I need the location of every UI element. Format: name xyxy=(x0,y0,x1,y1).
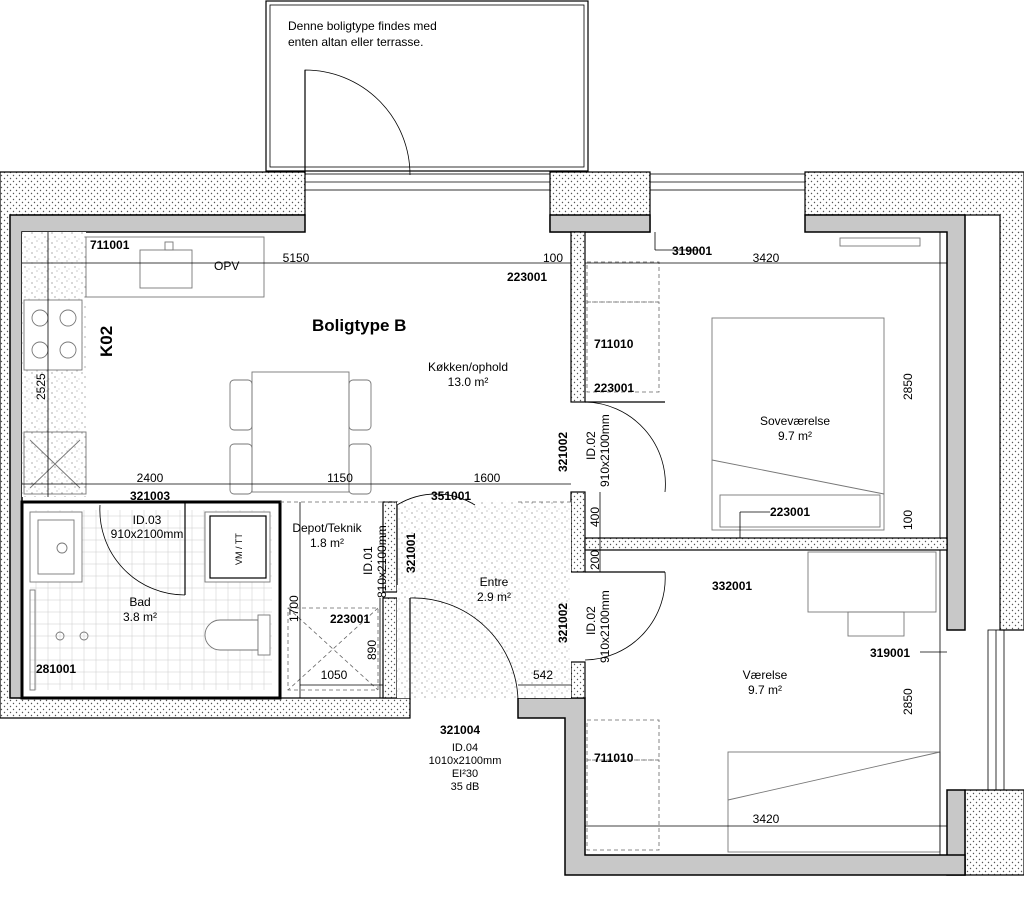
dim-400: 400 xyxy=(588,507,602,527)
depot-area: 1.8 m² xyxy=(310,536,344,550)
exterior-walls xyxy=(0,171,1024,876)
door-id04-sound: 35 dB xyxy=(451,781,480,793)
door-id02-b-size: 910x2100mm xyxy=(598,590,612,663)
vm-label: VM / TT xyxy=(234,533,244,565)
entry-floor xyxy=(397,502,571,698)
bath-area: 3.8 m² xyxy=(123,610,157,624)
dim-2850-b: 2850 xyxy=(901,688,915,715)
tag-321003: 321003 xyxy=(130,489,170,503)
balcony-note-line2: enten altan eller terrasse. xyxy=(288,35,423,49)
dim-1150: 1150 xyxy=(327,471,353,485)
unit-code: K02 xyxy=(97,326,116,357)
tag-321002-b: 321002 xyxy=(556,603,570,643)
dim-2850-a: 2850 xyxy=(901,373,915,400)
dim-542: 542 xyxy=(533,668,553,682)
dim-3420-b: 3420 xyxy=(753,812,780,826)
room-area: 9.7 m² xyxy=(748,683,782,697)
bedroom-area: 9.7 m² xyxy=(778,429,812,443)
bedroom-furniture xyxy=(586,237,921,531)
dim-100-a: 100 xyxy=(543,251,563,265)
leader-lines xyxy=(654,232,947,653)
door-id02-a-size: 910x2100mm xyxy=(598,414,612,487)
tag-711001: 711001 xyxy=(90,238,130,252)
tag-319001-a: 319001 xyxy=(672,244,712,258)
depot-name: Depot/Teknik xyxy=(292,521,362,535)
door-id04-size: 1010x2100mm xyxy=(429,755,502,767)
entry-name: Entre xyxy=(480,575,509,589)
door-id03-size: 910x2100mm xyxy=(111,527,184,541)
door-id03: ID.03 xyxy=(133,513,162,527)
kitchen-name: Køkken/ophold xyxy=(428,360,508,374)
room-furniture xyxy=(586,551,941,853)
door-id02-b: ID.02 xyxy=(584,606,598,635)
door-id04: ID.04 xyxy=(452,742,478,754)
entry-area: 2.9 m² xyxy=(477,590,511,604)
tag-351001: 351001 xyxy=(431,489,471,503)
interior-walls xyxy=(20,231,948,700)
door-id01-size: 810x2100mm xyxy=(375,525,389,598)
balcony-note-line1: Denne boligtype findes med xyxy=(288,19,437,33)
bedroom-name: Soveværelse xyxy=(760,414,830,428)
dim-2400: 2400 xyxy=(137,471,164,485)
bath-name: Bad xyxy=(129,595,150,609)
windows xyxy=(304,173,1005,791)
dim-1600: 1600 xyxy=(474,471,501,485)
kitchen-fixtures xyxy=(23,236,372,495)
room-name: Værelse xyxy=(743,668,788,682)
door-swings xyxy=(99,401,666,701)
dim-3420-a: 3420 xyxy=(753,251,780,265)
tag-711010-b: 711010 xyxy=(594,751,634,765)
tag-332001: 332001 xyxy=(712,579,752,593)
tag-223001-d: 223001 xyxy=(330,612,370,626)
dim-1050: 1050 xyxy=(321,668,348,682)
door-id02-a: ID.02 xyxy=(584,431,598,460)
dim-890: 890 xyxy=(365,640,379,660)
tag-321002-a: 321002 xyxy=(556,432,570,472)
opv-label: OPV xyxy=(214,259,239,273)
dim-1700: 1700 xyxy=(287,595,301,622)
dim-2525: 2525 xyxy=(34,373,48,400)
balcony xyxy=(265,0,589,176)
dim-5150: 5150 xyxy=(283,251,310,265)
tag-711010-a: 711010 xyxy=(594,337,634,351)
door-id01: ID.01 xyxy=(361,546,375,575)
tag-319001-b: 319001 xyxy=(870,646,910,660)
plan-title: Boligtype B xyxy=(312,316,406,335)
tag-321001: 321001 xyxy=(404,533,418,573)
tag-223001-c: 223001 xyxy=(770,505,810,519)
dim-100-b: 100 xyxy=(901,510,915,530)
door-id04-fire: EI²30 xyxy=(452,768,478,780)
tag-281001: 281001 xyxy=(36,662,76,676)
kitchen-area: 13.0 m² xyxy=(448,375,489,389)
dim-200: 200 xyxy=(588,550,602,570)
tag-223001-b: 223001 xyxy=(594,381,634,395)
dimension-lines xyxy=(22,232,947,855)
tag-321004: 321004 xyxy=(440,723,480,737)
tag-223001-a: 223001 xyxy=(507,270,547,284)
bath-fixtures xyxy=(29,511,271,691)
